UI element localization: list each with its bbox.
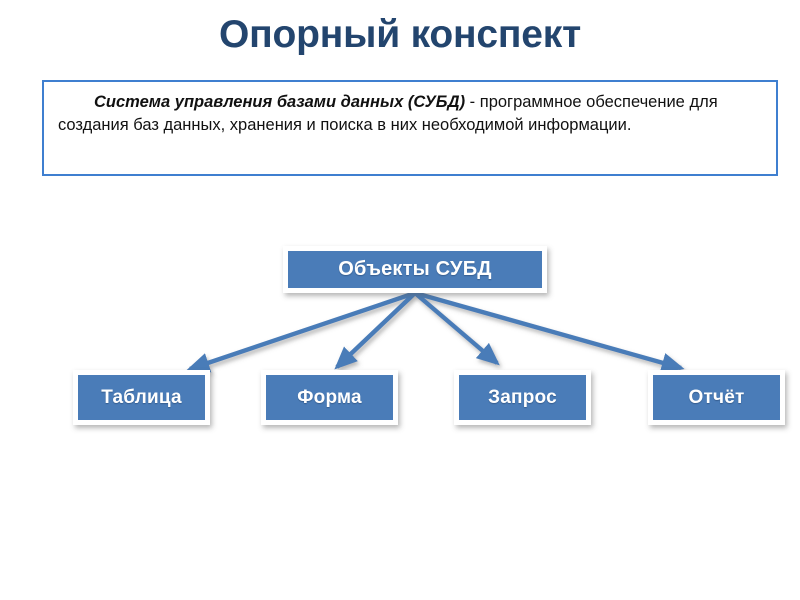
definition-text: Система управления базами данных (СУБД) … <box>58 91 760 138</box>
node-query[interactable]: Запрос <box>454 370 591 425</box>
arrow-root-to-report <box>414 290 685 373</box>
definition-box: Система управления базами данных (СУБД) … <box>42 80 778 176</box>
node-table[interactable]: Таблица <box>73 370 210 425</box>
definition-body: - программное обеспечение для создания б… <box>58 93 718 135</box>
definition-term: Система управления базами данных (СУБД) <box>94 93 466 111</box>
node-report[interactable]: Отчёт <box>648 370 785 425</box>
arrow-root-to-query <box>413 291 500 366</box>
page-title: Опорный конспект <box>219 13 581 56</box>
arrow-root-to-form <box>334 291 417 370</box>
node-objects-dbms[interactable]: Объекты СУБД <box>283 246 547 293</box>
node-form[interactable]: Форма <box>261 370 398 425</box>
arrow-root-to-table <box>186 290 416 373</box>
